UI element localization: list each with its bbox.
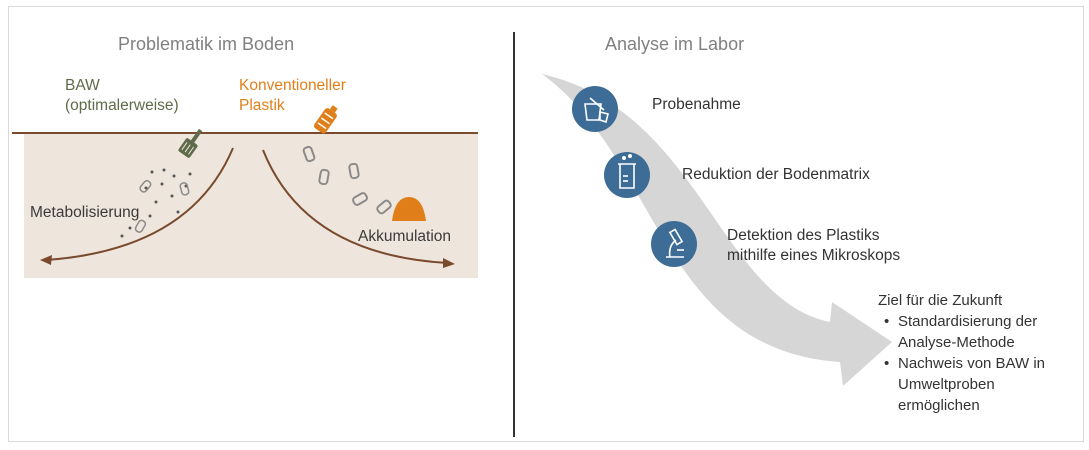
step-circle-2	[604, 152, 650, 198]
process-arrow	[542, 74, 892, 386]
step-3-label: Detektion des Plastiks mithilfe eines Mi…	[727, 226, 900, 266]
accumulation-label: Akkumulation	[358, 228, 452, 245]
plastic-label-line1: Konventioneller	[239, 77, 346, 94]
step-3-label-line1: Detektion des Plastiks	[727, 227, 880, 244]
plastic-fragments	[302, 145, 392, 215]
plastic-bottle-icon	[313, 105, 338, 134]
future-goal-box: Ziel für die Zukunft Standardisierung de…	[878, 290, 1045, 416]
baw-fragments	[134, 179, 190, 233]
metabolization-arrowhead	[40, 255, 52, 265]
future-goal-item: Standardisierung der Analyse-Methode	[884, 311, 1045, 353]
future-goal-item-2-line3: ermöglichen	[898, 397, 980, 414]
future-goal-item-2-line2: Umweltproben	[898, 376, 995, 393]
accumulation-mound	[392, 197, 426, 221]
left-panel-title: Problematik im Boden	[118, 34, 295, 54]
accumulation-arrow	[262, 149, 449, 264]
microscope-icon	[666, 228, 684, 258]
panel-divider	[513, 32, 515, 437]
metabolization-arrow	[45, 147, 234, 261]
plastic-label: Konventioneller Plastik	[239, 76, 346, 116]
step-2-label: Reduktion der Bodenmatrix	[682, 166, 870, 183]
accumulation-arrowhead	[443, 258, 455, 268]
baw-shovel-icon	[178, 128, 203, 158]
baw-label: BAW (optimalerweise)	[65, 76, 179, 116]
step-circle-1	[572, 86, 618, 132]
future-goal-heading: Ziel für die Zukunft	[878, 292, 1003, 309]
baw-label-line2: (optimalerweise)	[65, 97, 179, 114]
future-goal-item-1-line2: Analyse-Methode	[898, 334, 1015, 351]
shovel-bucket-icon	[584, 97, 609, 124]
future-goal-item-1-line1: Standardisierung der	[898, 313, 1038, 330]
baw-label-line1: BAW	[65, 77, 100, 94]
beaker-icon	[618, 154, 636, 189]
step-1-label: Probenahme	[652, 96, 741, 113]
step-circle-3	[651, 221, 697, 267]
right-panel-title: Analyse im Labor	[605, 34, 745, 54]
future-goal-list: Standardisierung der Analyse-Methode Nac…	[878, 311, 1045, 416]
metabolization-label: Metabolisierung	[30, 204, 140, 221]
plastic-label-line2: Plastik	[239, 97, 285, 114]
future-goal-item: Nachweis von BAW in Umweltproben ermögli…	[884, 353, 1045, 416]
step-3-label-line2: mithilfe eines Mikroskops	[727, 247, 901, 264]
future-goal-item-2-line1: Nachweis von BAW in	[898, 355, 1045, 372]
